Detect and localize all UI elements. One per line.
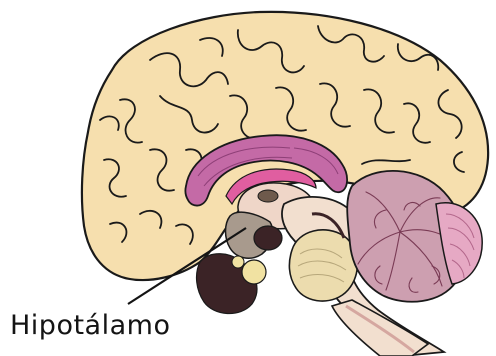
pituitary-gland [242,260,266,284]
thalamus-nucleus [258,190,278,202]
structure-label: Hipotálamo [10,312,170,339]
optic-chiasm [254,226,282,250]
mammillary-body [232,256,244,268]
